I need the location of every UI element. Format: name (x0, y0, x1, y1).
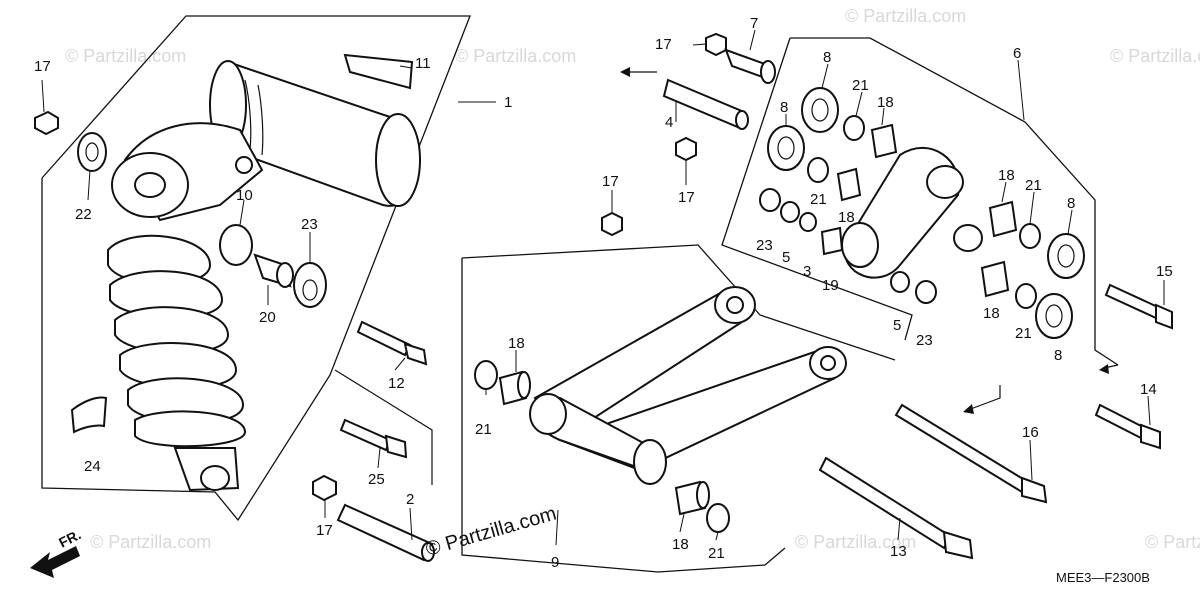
link-group-frame (461, 244, 896, 573)
callouts: 1 2 3 4 5 5 6 7 8 8 8 8 9 10 11 12 13 14… (34, 15, 1173, 571)
bolt-12 (356, 320, 428, 366)
callout-12: 12 (388, 375, 405, 392)
callout-24: 24 (84, 458, 101, 475)
shock-arm-link (529, 286, 847, 485)
callout-5a: 5 (782, 249, 790, 266)
callout-1: 1 (504, 94, 512, 111)
watermark: © Partzilla.com (845, 6, 966, 26)
callout-10: 10 (236, 187, 253, 204)
label-11 (343, 53, 414, 90)
callout-18b: 18 (672, 536, 689, 553)
nut-17-link (601, 211, 623, 237)
bolt-15 (1104, 283, 1173, 330)
callout-17a: 17 (34, 58, 51, 75)
callout-19: 19 (822, 277, 839, 294)
callout-21b: 21 (708, 545, 725, 562)
callout-8c: 8 (1067, 195, 1075, 212)
callout-4: 4 (665, 114, 673, 131)
callout-8b: 8 (780, 99, 788, 116)
arm-group-frame (721, 37, 1119, 366)
callout-18d: 18 (838, 209, 855, 226)
seal-21-left (474, 360, 498, 390)
watermark: © Partzilla.com (795, 532, 916, 552)
nut-17-top (705, 32, 727, 57)
callout-21c: 21 (852, 77, 869, 94)
callout-6: 6 (1013, 45, 1021, 62)
callout-2: 2 (406, 491, 414, 508)
callout-17e: 17 (602, 173, 619, 190)
callout-21a: 21 (475, 421, 492, 438)
seal-8-a (801, 87, 839, 133)
callout-5b: 5 (893, 317, 901, 334)
bolt-25 (339, 418, 408, 459)
shock-group-frame (41, 15, 471, 522)
callout-8a: 8 (823, 49, 831, 66)
diagram-code: MEE3—F2300B (1056, 570, 1150, 585)
label-24 (70, 396, 108, 434)
callout-13: 13 (890, 543, 907, 560)
front-label: FR. (56, 526, 83, 550)
callout-21d: 21 (810, 191, 827, 208)
callout-23b: 23 (756, 237, 773, 254)
nut-17 (34, 110, 59, 136)
nut-17-lower (312, 474, 337, 502)
seal-8-b (767, 125, 805, 171)
callout-18e: 18 (998, 167, 1015, 184)
oring-10 (219, 224, 253, 266)
shock-small-parts (34, 53, 435, 562)
callout-17b: 17 (316, 522, 333, 539)
callout-3: 3 (803, 263, 811, 280)
callout-14: 14 (1140, 381, 1157, 398)
front-direction-indicator: FR. (30, 526, 83, 578)
watermark: © Partzilla.com (1110, 46, 1200, 66)
callout-9: 9 (551, 554, 559, 571)
partzilla-watermark: © Partzilla.com (423, 503, 559, 561)
callout-21e: 21 (1025, 177, 1042, 194)
bolt-13 (818, 456, 974, 560)
collar-2 (336, 503, 434, 562)
watermark-layer: © Partzilla.com © Partzilla.com © Partzi… (65, 6, 1200, 552)
shock-link-arm (841, 146, 983, 279)
bolt-16 (894, 403, 1048, 504)
watermark: © Partzilla.com (65, 46, 186, 66)
callout-18a: 18 (508, 335, 525, 352)
watermark: © Partzilla.com (455, 46, 576, 66)
callout-11: 11 (415, 55, 431, 72)
callout-23c: 23 (916, 332, 933, 349)
callout-21f: 21 (1015, 325, 1032, 342)
callout-16: 16 (1022, 424, 1039, 441)
bolt-14 (1094, 403, 1161, 450)
shock-absorber (107, 60, 421, 492)
arm-small-parts (601, 32, 1173, 560)
callout-23a: 23 (301, 216, 318, 233)
callout-7: 7 (750, 15, 758, 32)
bushing-23 (293, 262, 327, 308)
callout-25: 25 (368, 471, 385, 488)
callout-20: 20 (259, 309, 276, 326)
callout-17d: 17 (678, 189, 695, 206)
seal-8-d (1035, 293, 1073, 339)
watermark: © Partzilla.com (90, 532, 211, 552)
callout-18c: 18 (877, 94, 894, 111)
callout-18f: 18 (983, 305, 1000, 322)
seal-8-c (1047, 233, 1085, 279)
seal-21-right (706, 503, 730, 533)
callout-15: 15 (1156, 263, 1173, 280)
nut-17-mid (675, 136, 697, 162)
callout-22: 22 (75, 206, 92, 223)
callout-8d: 8 (1054, 347, 1062, 364)
callout-17c: 17 (655, 36, 672, 53)
seal-22 (77, 132, 107, 172)
front-arrow-icon (30, 546, 80, 578)
leader-lines (41, 29, 1165, 546)
watermark: © Partzilla.com (1145, 532, 1200, 552)
